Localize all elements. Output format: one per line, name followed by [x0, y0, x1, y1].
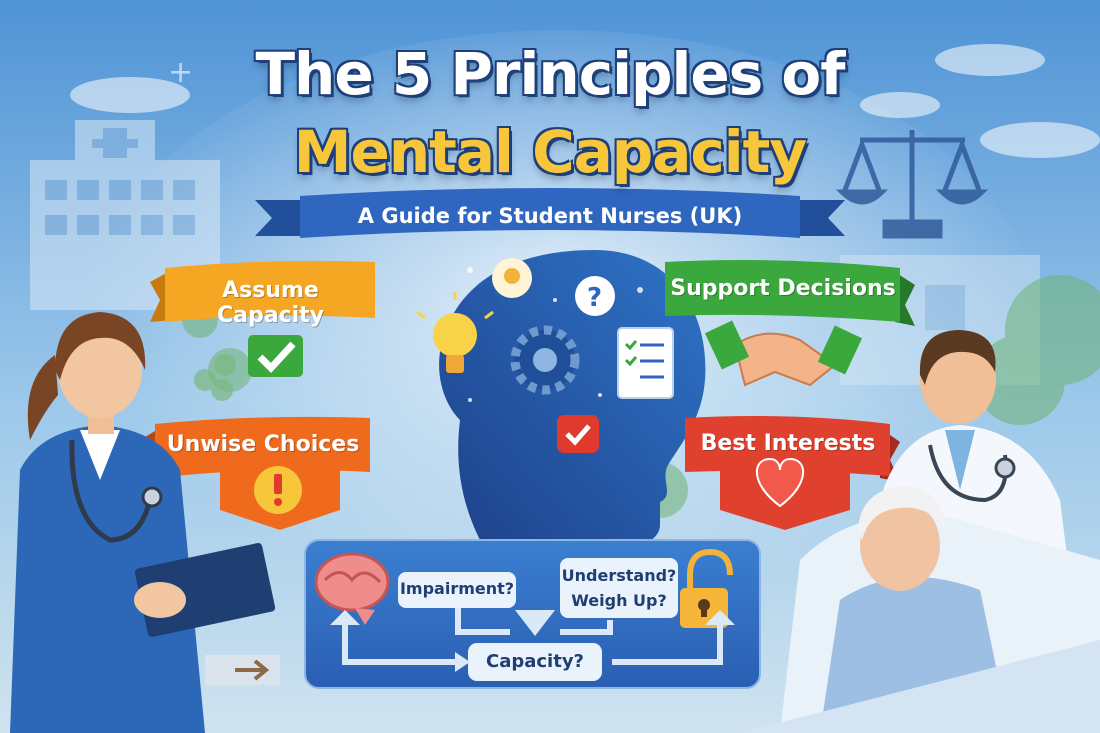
heart-icon — [755, 457, 805, 508]
check-icon — [248, 335, 303, 377]
lightbulb-bubble-icon — [492, 258, 532, 298]
principle-label-support-decisions: Support Decisions — [670, 276, 896, 301]
checkbox-icon — [557, 415, 599, 453]
clover-icon — [194, 354, 236, 401]
flow-result-capacity: Capacity? — [485, 651, 584, 672]
subtitle-banner — [255, 188, 845, 238]
subtitle: A Guide for Student Nurses (UK) — [357, 204, 743, 228]
scales-icon — [835, 130, 989, 239]
ribbon-assume-capacity — [150, 260, 375, 322]
flow-arrowheads — [330, 610, 735, 672]
question-icon: ? — [575, 276, 615, 316]
impairment-box — [398, 572, 516, 608]
capacity-box — [468, 643, 602, 681]
plus-icon: + — [168, 55, 193, 90]
principle-label-best-interests: Best Interests — [700, 431, 876, 456]
principle-label-assume-capacity: Assume Capacity — [216, 278, 325, 328]
ribbon-support-decisions — [665, 260, 915, 326]
sparkles — [467, 267, 643, 402]
title-line-1: The 5 Principles of — [255, 40, 845, 108]
svg-text:?: ? — [587, 283, 602, 313]
sign-arrow-icon — [205, 655, 280, 685]
flow-step-understand: Understand? — [561, 566, 677, 585]
clouds — [70, 44, 1100, 158]
understand-box — [560, 558, 678, 618]
checklist-icon — [617, 327, 674, 399]
gear-icon — [510, 325, 580, 395]
brain-icon — [314, 552, 390, 625]
hospital-building — [30, 120, 220, 310]
lightbulb-icon — [416, 292, 494, 373]
principle-label-unwise-choices: Unwise Choices — [166, 432, 360, 457]
nurse-figure — [10, 312, 276, 733]
flow-step-weigh-up: Weigh Up? — [571, 591, 667, 610]
title-line-2: Mental Capacity — [293, 118, 807, 186]
patient-in-bed — [740, 485, 1100, 733]
exclamation-icon — [254, 466, 302, 514]
flow-step-impairment: Impairment? — [399, 579, 515, 598]
handshake-icon — [704, 320, 863, 387]
flow-arrows — [342, 608, 723, 665]
